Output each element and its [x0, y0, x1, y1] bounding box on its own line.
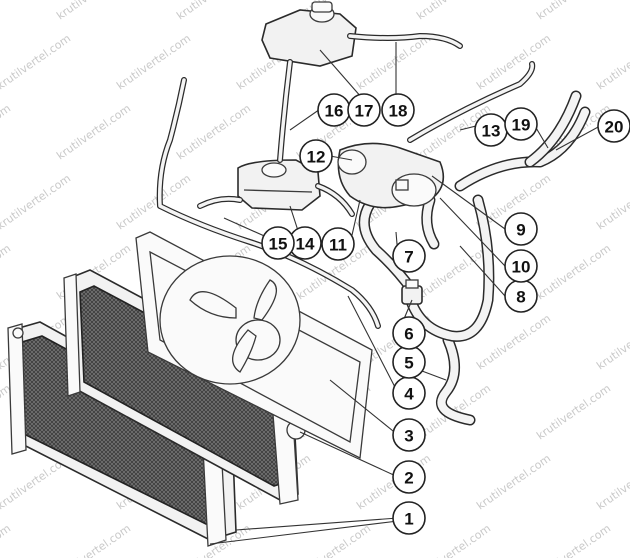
callout-14: 14: [288, 226, 322, 260]
callout-label: 20: [605, 118, 624, 137]
callout-label: 13: [482, 122, 501, 141]
watermark-text: krutilvertel.com: [0, 102, 13, 163]
callout-7: 7: [392, 239, 426, 273]
watermark-text: krutilvertel.com: [594, 312, 630, 373]
watermark-text: krutilvertel.com: [0, 0, 13, 22]
callout-label: 8: [516, 288, 525, 307]
coolant-pipe: [404, 194, 495, 342]
watermark-text: krutilvertel.com: [114, 172, 193, 233]
callout-circle: [392, 501, 426, 535]
callout-circle: [347, 93, 381, 127]
bypass-hose: [421, 194, 440, 250]
watermark-text: krutilvertel.com: [534, 0, 613, 22]
callout-3: 3: [392, 418, 426, 452]
callout-label: 11: [329, 236, 347, 255]
callout-circle: [392, 239, 426, 273]
callout-circle: [299, 139, 333, 173]
callout-9: 9: [504, 212, 538, 246]
upper-radiator-hose: [454, 90, 591, 192]
callout-label: 14: [296, 235, 315, 254]
watermark-text: krutilvertel.com: [54, 0, 133, 22]
watermark-text: krutilvertel.com: [534, 242, 613, 303]
cooling-fan: [159, 255, 301, 385]
watermark-text: krutilvertel.com: [534, 382, 613, 443]
callout-11: 11: [321, 227, 355, 261]
watermark-text: krutilvertel.com: [0, 32, 73, 93]
watermark-text: krutilvertel.com: [174, 102, 253, 163]
callout-circle: [381, 93, 415, 127]
callout-circle: [504, 212, 538, 246]
watermark-text: krutilvertel.com: [0, 522, 13, 558]
callout-15: 15: [261, 226, 295, 260]
overflow-line: [156, 77, 381, 329]
callout-label: 18: [389, 102, 408, 121]
callout-label: 1: [404, 510, 413, 529]
callout-label: 17: [355, 102, 374, 121]
watermark-text: krutilvertel.com: [54, 522, 133, 558]
callout-circle: [261, 226, 295, 260]
watermark-text: krutilvertel.com: [594, 32, 630, 93]
callout-2: 2: [392, 460, 426, 494]
callout-1: 1: [392, 501, 426, 535]
callout-circle: [392, 418, 426, 452]
callout-19: 19: [504, 107, 538, 141]
watermark-text: krutilvertel.com: [474, 452, 553, 513]
callout-label: 19: [512, 116, 531, 135]
watermark-text: krutilvertel.com: [174, 0, 253, 22]
callout-circle: [392, 460, 426, 494]
watermark-text: krutilvertel.com: [414, 242, 493, 303]
watermark-text: krutilvertel.com: [594, 172, 630, 233]
callout-4: 4: [392, 376, 426, 410]
callout-16: 16: [317, 93, 351, 127]
watermark-text: krutilvertel.com: [54, 102, 133, 163]
callout-17: 17: [347, 93, 381, 127]
tank-lines: [277, 33, 536, 163]
callout-circle: [321, 227, 355, 261]
expansion-tank: [261, 1, 357, 67]
callout-18: 18: [381, 93, 415, 127]
watermark-text: krutilvertel.com: [0, 242, 13, 303]
tank-hose: [197, 183, 355, 217]
lower-radiator-hose: [436, 334, 476, 426]
callout-label: 7: [404, 248, 413, 267]
watermark-text: krutilvertel.com: [534, 522, 613, 558]
watermark-text: krutilvertel.com: [414, 0, 493, 22]
watermark-text: krutilvertel.com: [0, 172, 73, 233]
callout-label: 15: [269, 235, 288, 254]
callout-5: 5: [392, 345, 426, 379]
ac-condenser: [63, 269, 306, 505]
callout-20: 20: [597, 109, 630, 143]
callout-label: 10: [512, 258, 531, 277]
callout-8: 8: [504, 279, 538, 313]
heater-hose: [358, 198, 418, 296]
callout-12: 12: [299, 139, 333, 173]
callout-6: 6: [392, 316, 426, 350]
callout-label: 12: [307, 148, 326, 167]
callout-label: 3: [404, 427, 413, 446]
coolant-temp-sensor: [401, 279, 423, 305]
watermark-text: krutilvertel.com: [474, 32, 553, 93]
callout-circle: [504, 249, 538, 283]
callout-label: 6: [404, 325, 413, 344]
callout-10: 10: [504, 249, 538, 283]
callout-label: 9: [516, 221, 525, 240]
secondary-expansion-tank: [237, 159, 321, 211]
callout-13: 13: [474, 113, 508, 147]
watermark-text: krutilvertel.com: [594, 452, 630, 513]
callout-circle: [597, 109, 630, 143]
callout-label: 16: [325, 102, 344, 121]
callout-circle: [504, 107, 538, 141]
watermark-text: krutilvertel.com: [414, 522, 493, 558]
thermostat-housing: [337, 142, 445, 209]
callout-label: 4: [404, 385, 414, 404]
callout-label: 2: [404, 469, 413, 488]
callout-label: 5: [404, 354, 413, 373]
callout-circle: [392, 316, 426, 350]
watermark-text: krutilvertel.com: [294, 522, 373, 558]
